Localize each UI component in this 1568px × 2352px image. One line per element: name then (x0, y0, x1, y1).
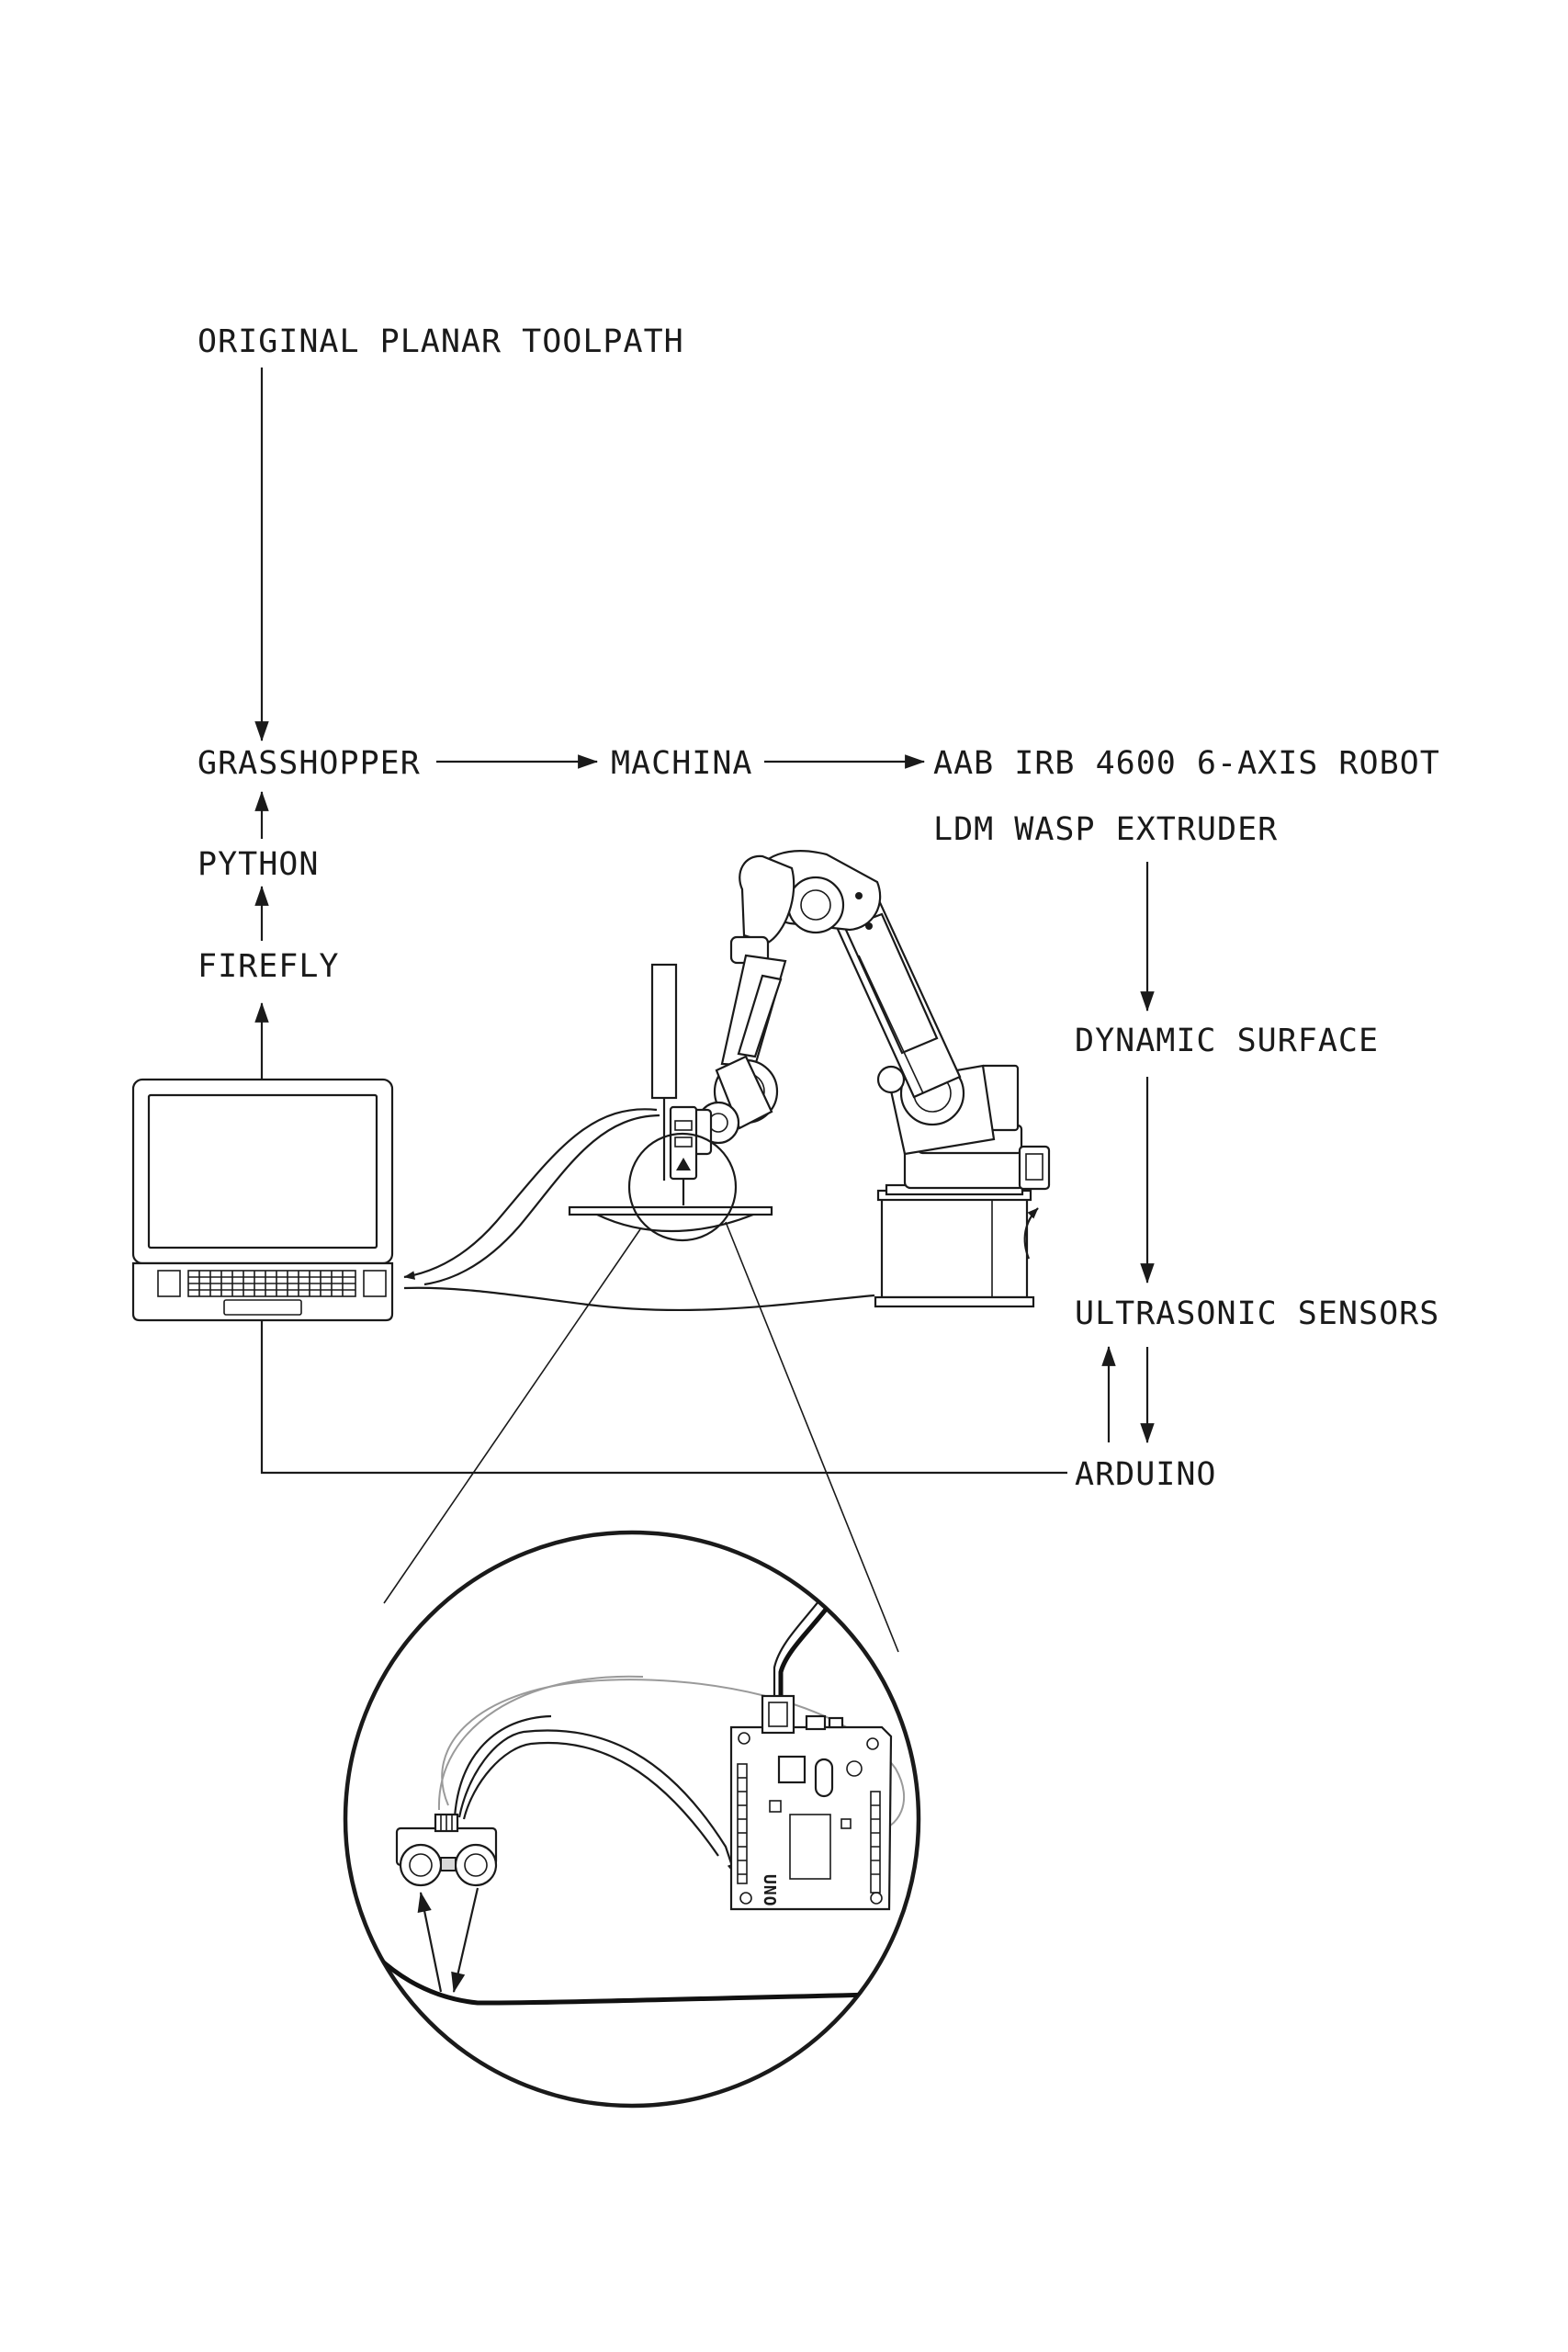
label-grasshopper: GRASSHOPPER (197, 745, 421, 782)
magnifier-cone (383, 1221, 899, 1653)
flow-arrows (254, 368, 1155, 1475)
label-machina: MACHINA (611, 745, 753, 782)
label-python: PYTHON (197, 846, 319, 883)
label-firefly: FIREFLY (197, 948, 340, 985)
cable-robot-to-laptop (403, 1286, 875, 1312)
extruder-icon (568, 963, 1039, 1260)
label-ultrasonic-sensors: ULTRASONIC SENSORS (1075, 1295, 1439, 1332)
label-original-toolpath: ORIGINAL PLANAR TOOLPATH (197, 323, 684, 360)
cable-extruder-to-laptop-return (423, 1114, 660, 1286)
surface-curve (346, 1923, 919, 2006)
cable-extruder-to-laptop (403, 1108, 658, 1280)
ultrasonic-sensor-icon (395, 1813, 498, 1887)
arduino-board-icon: UNO (729, 1694, 893, 1911)
label-dynamic-surface: DYNAMIC SURFACE (1075, 1023, 1379, 1059)
echo-beam-up (417, 1891, 443, 1993)
ping-beam-down (451, 1887, 479, 1994)
label-extruder: LDM WASP EXTRUDER (933, 811, 1278, 848)
label-arduino: ARDUINO (1075, 1456, 1217, 1493)
laptop-icon (131, 1078, 394, 1322)
cable-laptop-to-arduino (260, 1320, 1067, 1475)
detail-magnifier (343, 1530, 921, 2109)
data-cables (403, 1108, 875, 1312)
label-robot: AAB IRB 4600 6-AXIS ROBOT (933, 745, 1440, 782)
board-uno-label: UNO (760, 1874, 779, 1907)
robot-arm-icon (689, 850, 1051, 1308)
detail-contents: UNO (346, 1577, 919, 2006)
